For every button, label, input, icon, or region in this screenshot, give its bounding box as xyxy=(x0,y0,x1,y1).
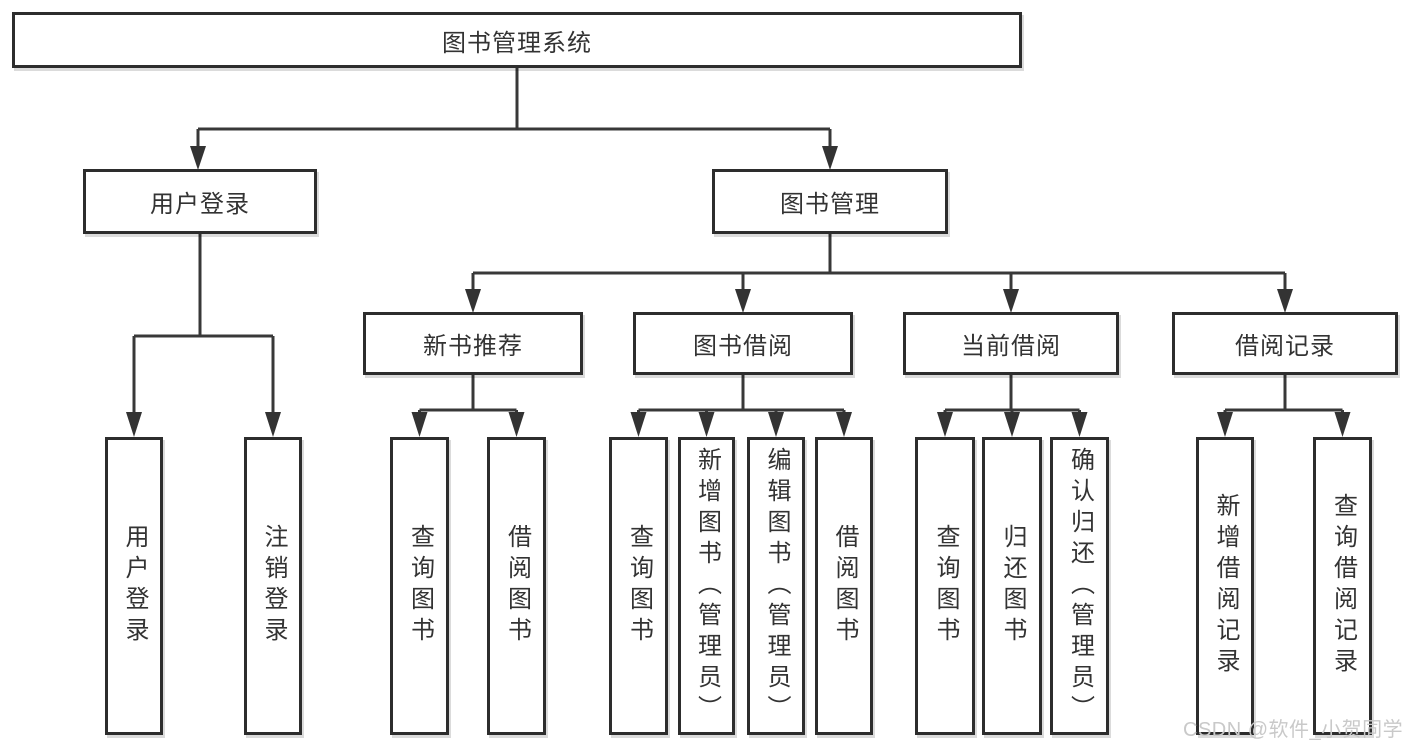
leaf-borrow-book-1-label: 借阅图书 xyxy=(503,524,531,648)
node-book-management-label: 图书管理 xyxy=(780,191,880,218)
leaf-confirm-return-admin-label: 确认归还（管理员） xyxy=(1066,446,1094,726)
connector-book-borrow xyxy=(637,375,846,416)
leaf-query-book-3-label: 查询图书 xyxy=(932,524,959,648)
node-current-borrow-label: 当前借阅 xyxy=(961,333,1061,360)
leaf-return-book: 归还图书 xyxy=(982,437,1042,735)
leaf-user-login-label: 用户登录 xyxy=(121,524,148,648)
leaf-borrow-book-2-label: 借阅图书 xyxy=(831,524,858,648)
leaf-edit-book-admin: 编辑图书（管理员） xyxy=(747,437,805,735)
connector-user-login xyxy=(132,234,275,414)
node-borrow-records: 借阅记录 xyxy=(1172,312,1398,375)
node-new-book-recommend: 新书推荐 xyxy=(363,312,583,375)
node-root-label: 图书管理系统 xyxy=(442,29,592,57)
node-book-management: 图书管理 xyxy=(712,169,948,234)
node-new-book-recommend-label: 新书推荐 xyxy=(423,333,523,360)
arrow-down-icons-records-leaves xyxy=(1217,412,1351,437)
connector-borrow-records xyxy=(1223,375,1344,416)
leaf-query-book-2-label: 查询图书 xyxy=(625,524,653,648)
arrow-down-icons-book-borrow-leaves xyxy=(630,412,852,437)
arrow-down-icons-level3 xyxy=(465,289,1293,313)
node-book-borrow-label: 图书借阅 xyxy=(693,333,793,360)
connector-book-management xyxy=(471,234,1287,291)
arrow-down-icons-level2 xyxy=(190,146,838,170)
node-user-login: 用户登录 xyxy=(83,169,317,234)
leaf-borrow-book-1: 借阅图书 xyxy=(487,437,546,735)
node-borrow-records-label: 借阅记录 xyxy=(1235,333,1335,360)
arrow-down-icons-login-leaves xyxy=(126,412,281,437)
leaf-add-borrow-record-label: 新增借阅记录 xyxy=(1212,493,1239,679)
node-current-borrow: 当前借阅 xyxy=(903,312,1119,375)
node-book-borrow: 图书借阅 xyxy=(633,312,853,375)
leaf-confirm-return-admin: 确认归还（管理员） xyxy=(1050,437,1109,735)
leaf-logout-label: 注销登录 xyxy=(260,524,287,648)
leaf-add-borrow-record: 新增借阅记录 xyxy=(1196,437,1254,735)
leaf-query-book-3: 查询图书 xyxy=(915,437,975,735)
leaf-user-login: 用户登录 xyxy=(105,437,163,735)
leaf-borrow-book-2: 借阅图书 xyxy=(815,437,873,735)
leaf-query-borrow-record-label: 查询借阅记录 xyxy=(1329,493,1357,679)
leaf-query-book-2: 查询图书 xyxy=(609,437,668,735)
leaf-query-borrow-record: 查询借阅记录 xyxy=(1313,437,1372,735)
node-user-login-label: 用户登录 xyxy=(150,191,250,218)
connector-root xyxy=(196,68,832,148)
arrow-down-icons-current-borrow-leaves xyxy=(937,412,1088,437)
leaf-return-book-label: 归还图书 xyxy=(999,524,1026,648)
arrow-down-icons-new-book-leaves xyxy=(411,412,525,437)
leaf-edit-book-admin-label: 编辑图书（管理员） xyxy=(763,446,790,726)
leaf-add-book-admin-label: 新增图书（管理员） xyxy=(693,446,721,726)
connector-current-borrow xyxy=(943,375,1081,416)
csdn-watermark: CSDN @软件_小贺同学 xyxy=(1183,719,1404,741)
leaf-logout: 注销登录 xyxy=(244,437,302,735)
leaf-query-book-1: 查询图书 xyxy=(390,437,449,735)
leaf-query-book-1-label: 查询图书 xyxy=(406,524,434,648)
node-root: 图书管理系统 xyxy=(12,12,1022,68)
connector-new-book xyxy=(418,375,518,416)
leaf-add-book-admin: 新增图书（管理员） xyxy=(678,437,735,735)
